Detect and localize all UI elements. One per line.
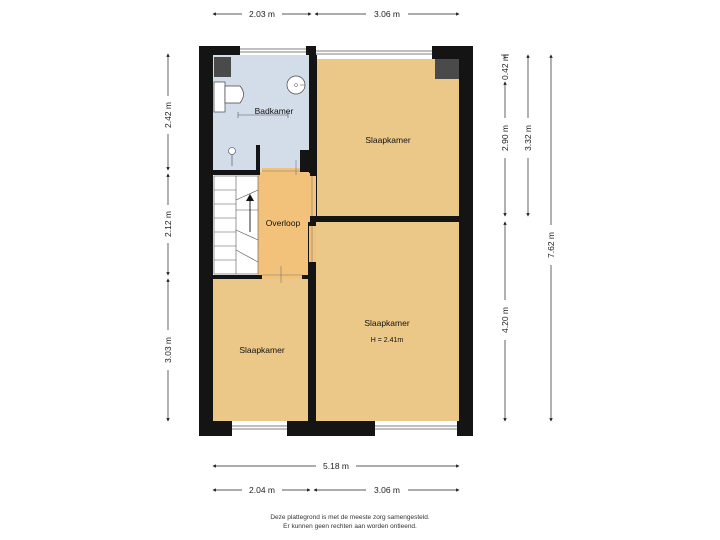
label-slaapkamer-top: Slaapkamer bbox=[365, 135, 411, 145]
label-slaapkamer-right: Slaapkamer bbox=[364, 318, 410, 328]
label-slaapkamer-left: Slaapkamer bbox=[239, 345, 285, 355]
dim-top-left: 2.03 m bbox=[212, 9, 312, 19]
wall-bath-bedroom bbox=[309, 55, 317, 173]
stair-arrow-icon bbox=[246, 194, 254, 232]
room-overloop bbox=[258, 172, 310, 275]
disclaimer: Deze plattegrond is met de meeste zorg s… bbox=[0, 513, 700, 531]
svg-text:3.06 m: 3.06 m bbox=[374, 9, 400, 19]
toilet-icon bbox=[213, 81, 244, 113]
dim-left-2: 2.12 m bbox=[163, 173, 173, 276]
svg-text:2.04 m: 2.04 m bbox=[249, 485, 275, 495]
window-top-slaapkamer bbox=[316, 46, 432, 59]
svg-text:3.03 m: 3.03 m bbox=[163, 337, 173, 363]
wall-bedrooms bbox=[310, 216, 460, 222]
dim-right-4: 3.32 m bbox=[523, 54, 533, 217]
label-ceiling-height: H = 2.41m bbox=[371, 337, 404, 344]
dim-right-total: 7.62 m bbox=[546, 54, 556, 422]
wall-bath-stairs bbox=[213, 170, 256, 175]
column-block-left bbox=[214, 57, 231, 77]
room-slaapkamer-right bbox=[316, 222, 459, 421]
room-slaapkamer-left bbox=[213, 279, 308, 421]
label-overloop: Overloop bbox=[266, 218, 301, 228]
svg-text:2.42 m: 2.42 m bbox=[163, 102, 173, 128]
svg-text:2.12 m: 2.12 m bbox=[163, 211, 173, 237]
svg-text:3.06 m: 3.06 m bbox=[374, 485, 400, 495]
dim-top-right: 3.06 m bbox=[314, 9, 460, 19]
dim-right-3: 4.20 m bbox=[500, 221, 510, 422]
dim-right-1: 0.42 m bbox=[500, 54, 510, 80]
wall-bedrooms-vertical bbox=[308, 222, 316, 421]
dim-right-2: 2.90 m bbox=[500, 81, 510, 217]
svg-text:2.03 m: 2.03 m bbox=[249, 9, 275, 19]
wall-landing-bedroom bbox=[213, 275, 310, 279]
room-slaapkamer-top bbox=[317, 59, 459, 217]
svg-text:4.20 m: 4.20 m bbox=[500, 307, 510, 333]
column-block-right bbox=[435, 59, 459, 79]
svg-text:3.32 m: 3.32 m bbox=[523, 125, 533, 151]
sink-icon bbox=[286, 75, 306, 95]
disclaimer-line-2: Er kunnen geen rechten aan worden ontlee… bbox=[283, 523, 417, 530]
window-bottom-right bbox=[375, 421, 457, 436]
staircase bbox=[213, 175, 259, 275]
dim-bottom-total: 5.18 m bbox=[212, 461, 460, 471]
stairwell bbox=[213, 175, 258, 275]
svg-text:0.42 m: 0.42 m bbox=[500, 54, 510, 80]
window-top-badkamer bbox=[240, 46, 306, 55]
dim-bottom-left: 2.04 m bbox=[212, 485, 311, 495]
svg-text:2.90 m: 2.90 m bbox=[500, 125, 510, 151]
window-bottom-left bbox=[232, 421, 287, 436]
disclaimer-line-1: Deze plattegrond is met de meeste zorg s… bbox=[270, 514, 430, 521]
shower-icon bbox=[228, 147, 236, 166]
dim-bottom-right: 3.06 m bbox=[313, 485, 460, 495]
label-badkamer: Badkamer bbox=[255, 106, 294, 116]
dim-left-3: 3.03 m bbox=[163, 278, 173, 422]
svg-text:7.62 m: 7.62 m bbox=[546, 232, 556, 258]
dim-left-1: 2.42 m bbox=[163, 53, 173, 171]
svg-text:5.18 m: 5.18 m bbox=[323, 461, 349, 471]
